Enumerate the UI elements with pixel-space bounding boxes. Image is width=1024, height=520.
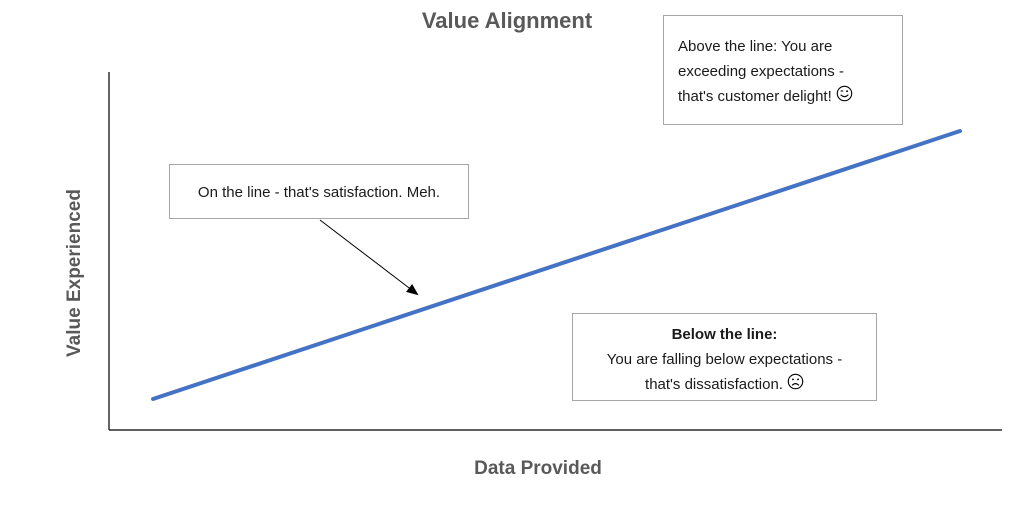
callout-below-line: Below the line: You are falling below ex… [572, 313, 877, 401]
callout-arrow [319, 219, 419, 296]
value-line [151, 129, 962, 401]
callout-below-text-2: that's dissatisfaction. [645, 376, 783, 393]
callout-above-text-1: Above the line: You are [678, 38, 833, 55]
diagram-title: Value Alignment [421, 8, 593, 33]
x-axis-label: Data Provided [474, 458, 602, 479]
callout-on-line: On the line - that's satisfaction. Meh. [169, 164, 469, 219]
callout-above-line: Above the line: You are exceeding expect… [663, 15, 903, 125]
callout-on-text: On the line - that's satisfaction. Meh. [197, 184, 441, 201]
callout-above-text-3-row: that's customer delight! [678, 84, 888, 110]
callout-below-text-2-row: that's dissatisfaction. [583, 372, 866, 398]
frowning-face-icon [787, 373, 804, 394]
callout-below-text-1: You are falling below expectations - [606, 351, 843, 368]
callout-above-text-3: that's customer delight! [678, 88, 832, 105]
callout-below-heading: Below the line: [671, 326, 778, 343]
callout-above-text-2: exceeding expectations - [678, 63, 844, 80]
y-axis-label: Value Experienced [64, 189, 85, 357]
winking-smile-icon [836, 85, 853, 106]
